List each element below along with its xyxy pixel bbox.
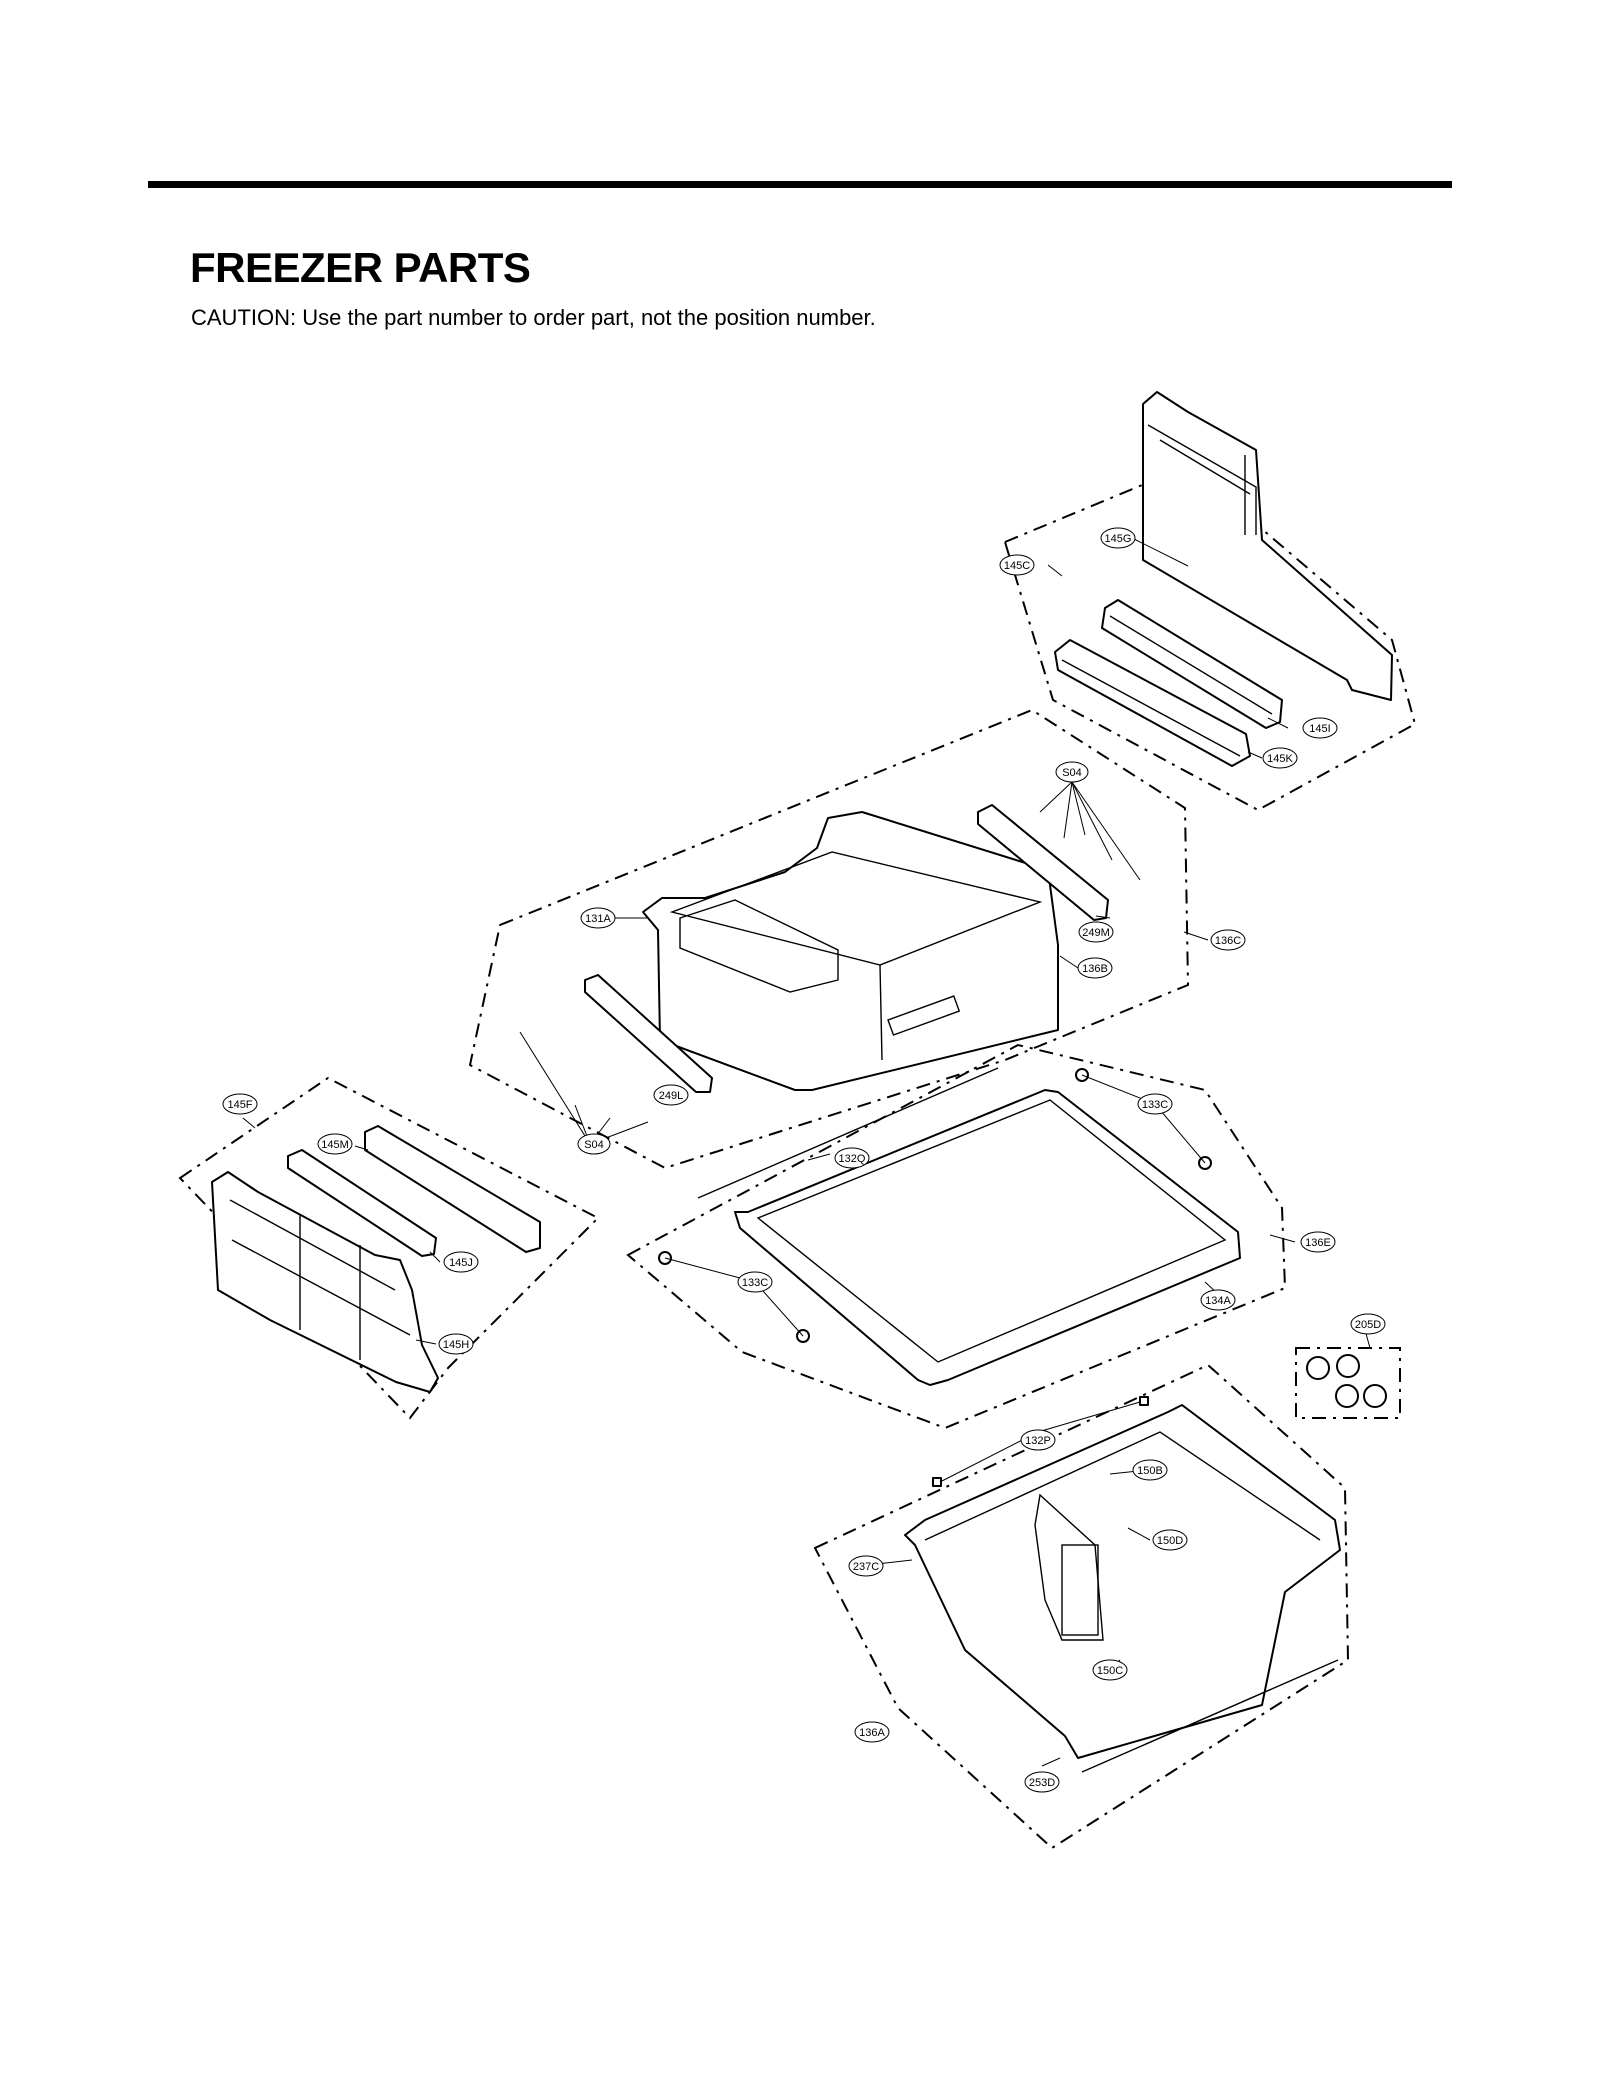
callout-205D: 205D	[1350, 1313, 1386, 1335]
caution-note: CAUTION: Use the part number to order pa…	[191, 305, 876, 330]
svg-text:249M: 249M	[1082, 927, 1110, 939]
part-132Q-rod	[697, 1067, 999, 1199]
callout-132Q: 132Q	[834, 1147, 870, 1169]
callout-S04-upper: S04	[1055, 761, 1089, 783]
callout-S04-lower: S04	[577, 1133, 611, 1155]
svg-text:132P: 132P	[1025, 1435, 1051, 1447]
group-outline-shelf	[626, 1043, 1287, 1430]
svg-text:150B: 150B	[1137, 1465, 1163, 1477]
part-136A-lower-basket	[904, 1404, 1341, 1759]
svg-text:S04: S04	[584, 1139, 604, 1151]
svg-text:136C: 136C	[1215, 935, 1241, 947]
part-136B-upper-drawer	[642, 811, 1059, 1091]
svg-text:237C: 237C	[853, 1561, 879, 1573]
part-249L-drawer-rail-left	[584, 974, 713, 1093]
group-outline-caps	[1295, 1347, 1401, 1419]
svg-text:136A: 136A	[859, 1727, 885, 1739]
svg-text:145C: 145C	[1004, 560, 1030, 572]
callout-136B: 136B	[1077, 957, 1113, 979]
callout-249L: 249L	[653, 1084, 689, 1106]
callout-150C: 150C	[1092, 1659, 1128, 1681]
callout-150D: 150D	[1152, 1529, 1188, 1551]
svg-text:253D: 253D	[1029, 1777, 1055, 1789]
svg-text:136E: 136E	[1305, 1237, 1331, 1249]
callout-136E: 136E	[1300, 1231, 1336, 1253]
callout-145M: 145M	[317, 1133, 353, 1155]
callout-131A: 131A	[580, 907, 616, 929]
part-145K-rail-cover	[1054, 639, 1251, 767]
page-title: FREEZER PARTS	[190, 244, 531, 291]
part-145H-left-bracket	[211, 1171, 439, 1393]
part-205D-caps	[1306, 1354, 1387, 1408]
svg-text:150C: 150C	[1097, 1665, 1123, 1677]
callout-145J: 145J	[443, 1251, 479, 1273]
callout-134A: 134A	[1200, 1289, 1236, 1311]
part-249M-drawer-rail-right	[977, 804, 1109, 921]
group-outline-upper-drawer	[468, 708, 1190, 1170]
svg-text:134A: 134A	[1205, 1295, 1231, 1307]
svg-text:133C: 133C	[742, 1277, 768, 1289]
svg-text:132Q: 132Q	[839, 1153, 866, 1165]
callout-145K: 145K	[1262, 747, 1298, 769]
svg-text:145M: 145M	[321, 1139, 349, 1151]
svg-text:205D: 205D	[1355, 1319, 1381, 1331]
svg-text:249L: 249L	[659, 1090, 683, 1102]
part-253D-trim	[1081, 1659, 1339, 1773]
callout-136C: 136C	[1210, 929, 1246, 951]
callout-136A: 136A	[854, 1721, 890, 1743]
callout-145C: 145C	[999, 554, 1035, 576]
group-outline-left-rail	[178, 1076, 600, 1420]
part-134A-shelf	[734, 1089, 1241, 1386]
svg-text:145I: 145I	[1309, 723, 1330, 735]
svg-text:131A: 131A	[585, 913, 611, 925]
part-145M-left-rail-cover	[364, 1125, 541, 1253]
callout-145I: 145I	[1302, 717, 1338, 739]
svg-text:150D: 150D	[1157, 1535, 1183, 1547]
callout-253D: 253D	[1024, 1771, 1060, 1793]
svg-text:145F: 145F	[227, 1099, 252, 1111]
part-145I-slide-rail	[1101, 599, 1283, 729]
callout-133C-upper: 133C	[1137, 1093, 1173, 1115]
svg-text:145G: 145G	[1105, 533, 1132, 545]
svg-text:133C: 133C	[1142, 1099, 1168, 1111]
callout-145F: 145F	[222, 1093, 258, 1115]
callout-249M: 249M	[1078, 921, 1114, 943]
callout-133C-lower: 133C	[737, 1271, 773, 1293]
callout-237C: 237C	[848, 1555, 884, 1577]
header-rule	[148, 181, 1452, 188]
svg-text:S04: S04	[1062, 767, 1082, 779]
svg-text:145H: 145H	[443, 1339, 469, 1351]
svg-text:136B: 136B	[1082, 963, 1108, 975]
callout-132P: 132P	[1020, 1429, 1056, 1451]
part-145J-left-rail	[287, 1149, 437, 1257]
callout-145H: 145H	[438, 1333, 474, 1355]
callout-145G: 145G	[1100, 527, 1136, 549]
svg-text:145K: 145K	[1267, 753, 1293, 765]
svg-text:145J: 145J	[449, 1257, 473, 1269]
part-145G-rear-bracket	[1142, 391, 1393, 701]
callout-150B: 150B	[1132, 1459, 1168, 1481]
